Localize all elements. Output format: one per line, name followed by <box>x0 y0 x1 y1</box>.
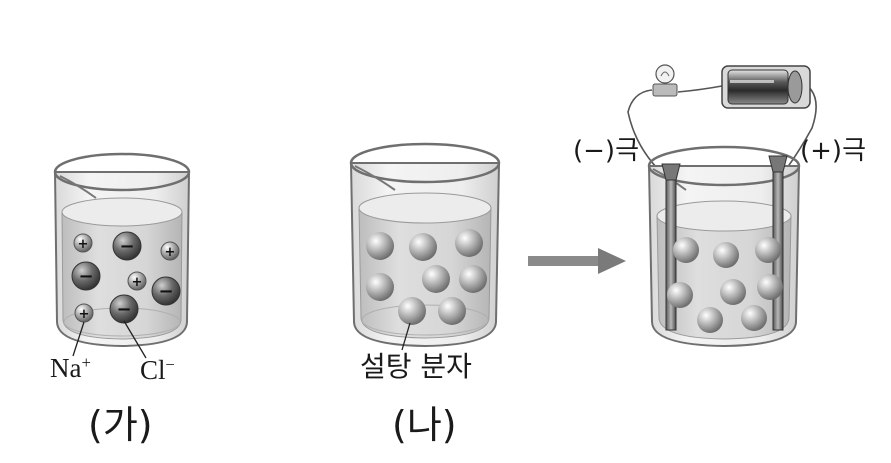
light-bulb-icon <box>652 64 678 97</box>
beaker-c <box>647 145 801 348</box>
clip-negative <box>661 163 681 181</box>
sugar-molecule-sphere <box>757 274 783 300</box>
cl-pointer-line <box>123 320 147 359</box>
cation-ion: + <box>127 271 147 291</box>
arrow-right-icon <box>528 248 626 274</box>
sugar-molecule-sphere <box>459 265 487 293</box>
sugar-molecule-sphere <box>673 237 699 263</box>
minus-ion-icon: − <box>78 266 93 287</box>
plus-ion-icon: + <box>165 245 176 260</box>
caption-a: (가) <box>88 403 153 447</box>
na-ion-label: Na+ <box>50 353 91 384</box>
cation-ion: + <box>74 303 94 323</box>
sugar-molecule-sphere <box>455 229 483 257</box>
anion-ion: − <box>71 261 101 291</box>
beaker-a: + − + − + − + − <box>53 152 191 359</box>
clip-positive <box>768 155 788 173</box>
sugar-molecule-sphere <box>366 232 394 260</box>
sugar-molecules-electrolysis <box>667 237 783 333</box>
sugar-molecule-sphere <box>697 307 723 333</box>
plus-ion-icon: + <box>78 237 89 252</box>
minus-ion-icon: − <box>119 236 134 257</box>
anion-ion: − <box>109 294 139 324</box>
sugar-molecule-sphere <box>422 265 450 293</box>
wire-bulb-battery <box>677 85 723 93</box>
sugar-molecules <box>366 229 487 325</box>
plus-ion-icon: + <box>79 307 90 322</box>
battery-icon <box>721 65 811 109</box>
sugar-molecule-sphere <box>398 297 426 325</box>
caption-b: (나) <box>392 403 457 447</box>
sugar-molecule-sphere <box>366 273 394 301</box>
negative-electrode-label: (−)극 <box>573 136 639 166</box>
sugar-molecule-label: 설탕 분자 <box>360 350 472 383</box>
circuit <box>627 64 817 348</box>
sugar-pointer-line <box>401 322 411 351</box>
plus-ion-icon: + <box>132 275 143 290</box>
minus-ion-icon: − <box>116 299 131 320</box>
sugar-molecule-sphere <box>720 279 746 305</box>
cation-ion: + <box>73 233 93 253</box>
sugar-molecule-sphere <box>667 282 693 308</box>
beaker-b <box>349 142 501 351</box>
na-pointer-line <box>72 321 85 357</box>
anion-ion: − <box>112 231 142 261</box>
sugar-molecule-sphere <box>755 237 781 263</box>
sugar-molecule-sphere <box>741 305 767 331</box>
sugar-molecule-sphere <box>409 233 437 261</box>
positive-electrode-label: (+)극 <box>800 136 866 166</box>
anion-ion: − <box>151 276 181 306</box>
sugar-molecule-sphere <box>438 297 466 325</box>
minus-ion-icon: − <box>158 281 173 302</box>
cation-ion: + <box>160 241 180 261</box>
sugar-molecule-sphere <box>713 242 739 268</box>
cl-ion-label: Cl− <box>140 355 175 386</box>
